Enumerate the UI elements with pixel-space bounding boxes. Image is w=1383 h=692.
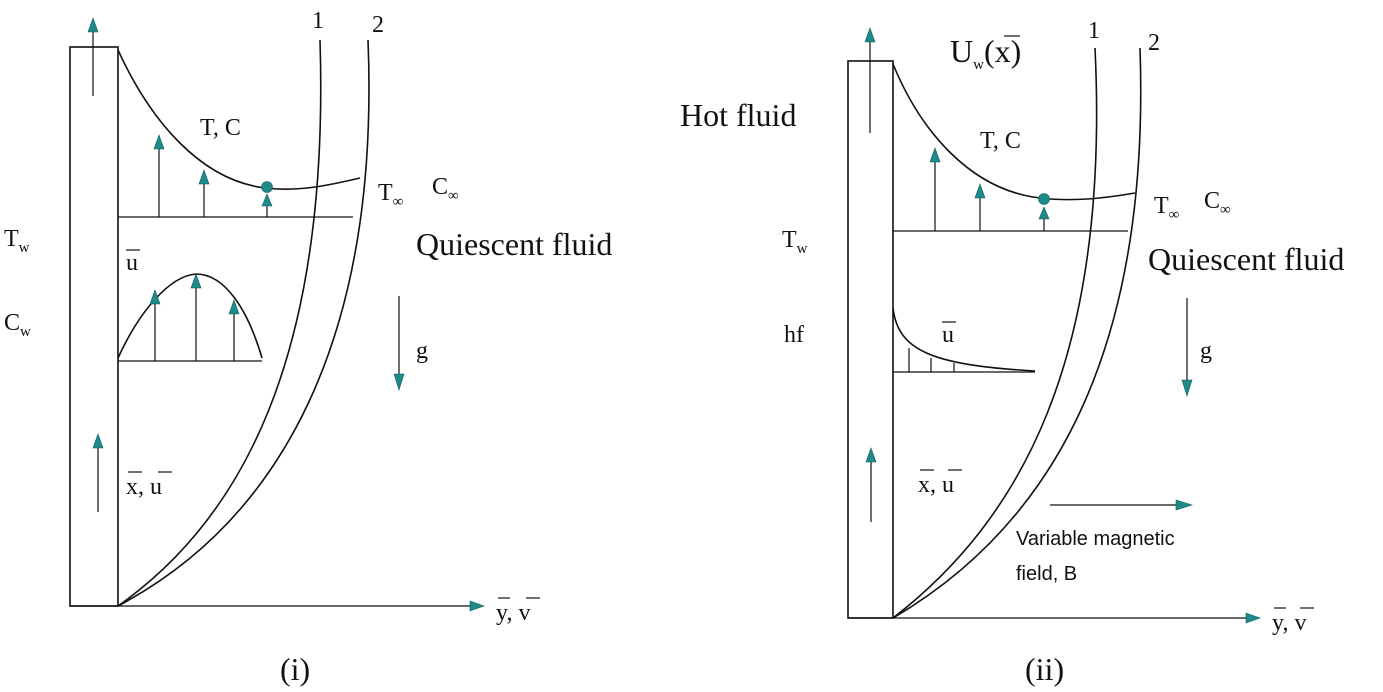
temperature-concentration-profile (117, 49, 361, 190)
gravity-label: g (416, 338, 428, 364)
u-bar-label: u (942, 322, 954, 348)
quiescent-fluid-label: Quiescent fluid (416, 226, 612, 262)
tc-arrow-3 (1038, 206, 1050, 220)
tc-arrow-1 (153, 134, 165, 150)
yv-label: y, v (1272, 610, 1306, 636)
tc-arrow-2 (198, 169, 210, 185)
panel-ii: 1 2 Uw(x) Hot fluid T, C T∞ C∞ Quiescent… (680, 18, 1344, 687)
plate-wall (847, 60, 894, 619)
tc-point-marker (261, 181, 273, 193)
magnetic-field-label-line2: field, B (1016, 563, 1077, 585)
xu-label: x, u (918, 472, 954, 498)
panel-i-caption: (i) (280, 651, 310, 687)
boundary-curve-2 (117, 39, 370, 607)
heat-transfer-coefficient-label: hf (784, 322, 804, 348)
curve-1-label: 1 (312, 8, 324, 34)
panel-ii-caption: (ii) (1025, 651, 1064, 687)
velocity-arrow-2 (190, 273, 202, 289)
plate-wall (69, 46, 119, 607)
curve-1-label: 1 (1088, 18, 1100, 44)
wall-temperature-label: Tw (782, 227, 808, 257)
tc-point-marker (1038, 193, 1050, 205)
u-bar-label: u (126, 250, 138, 276)
wall-concentration-label: Cw (4, 310, 31, 340)
magnetic-field-label-line1: Variable magnetic (1016, 528, 1175, 550)
hot-fluid-label: Hot fluid (680, 97, 796, 133)
tc-label: T, C (200, 115, 241, 141)
boundary-curve-2 (892, 47, 1142, 619)
velocity-profile (117, 273, 263, 359)
xu-label: x, u (126, 474, 162, 500)
tc-label: T, C (980, 128, 1021, 154)
gravity-label: g (1200, 338, 1212, 364)
curve-2-label: 2 (1148, 30, 1160, 56)
velocity-arrow-3 (228, 299, 240, 315)
y-axis-arrowhead (1245, 612, 1261, 624)
boundary-curve-1 (117, 39, 322, 607)
temperature-concentration-profile (892, 63, 1136, 201)
yv-label: y, v (496, 600, 530, 626)
velocity-profile (892, 307, 1036, 372)
t-infinity-label: T∞ (378, 180, 403, 210)
c-infinity-label: C∞ (1204, 188, 1231, 218)
y-axis-arrowhead (469, 600, 485, 612)
tc-arrow-1 (929, 147, 941, 163)
wall-velocity-label: Uw(x) (950, 33, 1021, 73)
velocity-arrow-1 (149, 289, 161, 305)
t-infinity-label: T∞ (1154, 193, 1179, 223)
c-infinity-label: C∞ (432, 174, 459, 204)
panel-i: 1 2 T, C T∞ C∞ Quiescent fluid Tw Cw u g… (4, 8, 612, 687)
tc-arrow-3 (261, 193, 273, 207)
wall-temperature-label: Tw (4, 226, 30, 256)
tc-arrow-2 (974, 183, 986, 199)
curve-2-label: 2 (372, 12, 384, 38)
boundary-curve-1 (892, 47, 1098, 619)
quiescent-fluid-label: Quiescent fluid (1148, 241, 1344, 277)
